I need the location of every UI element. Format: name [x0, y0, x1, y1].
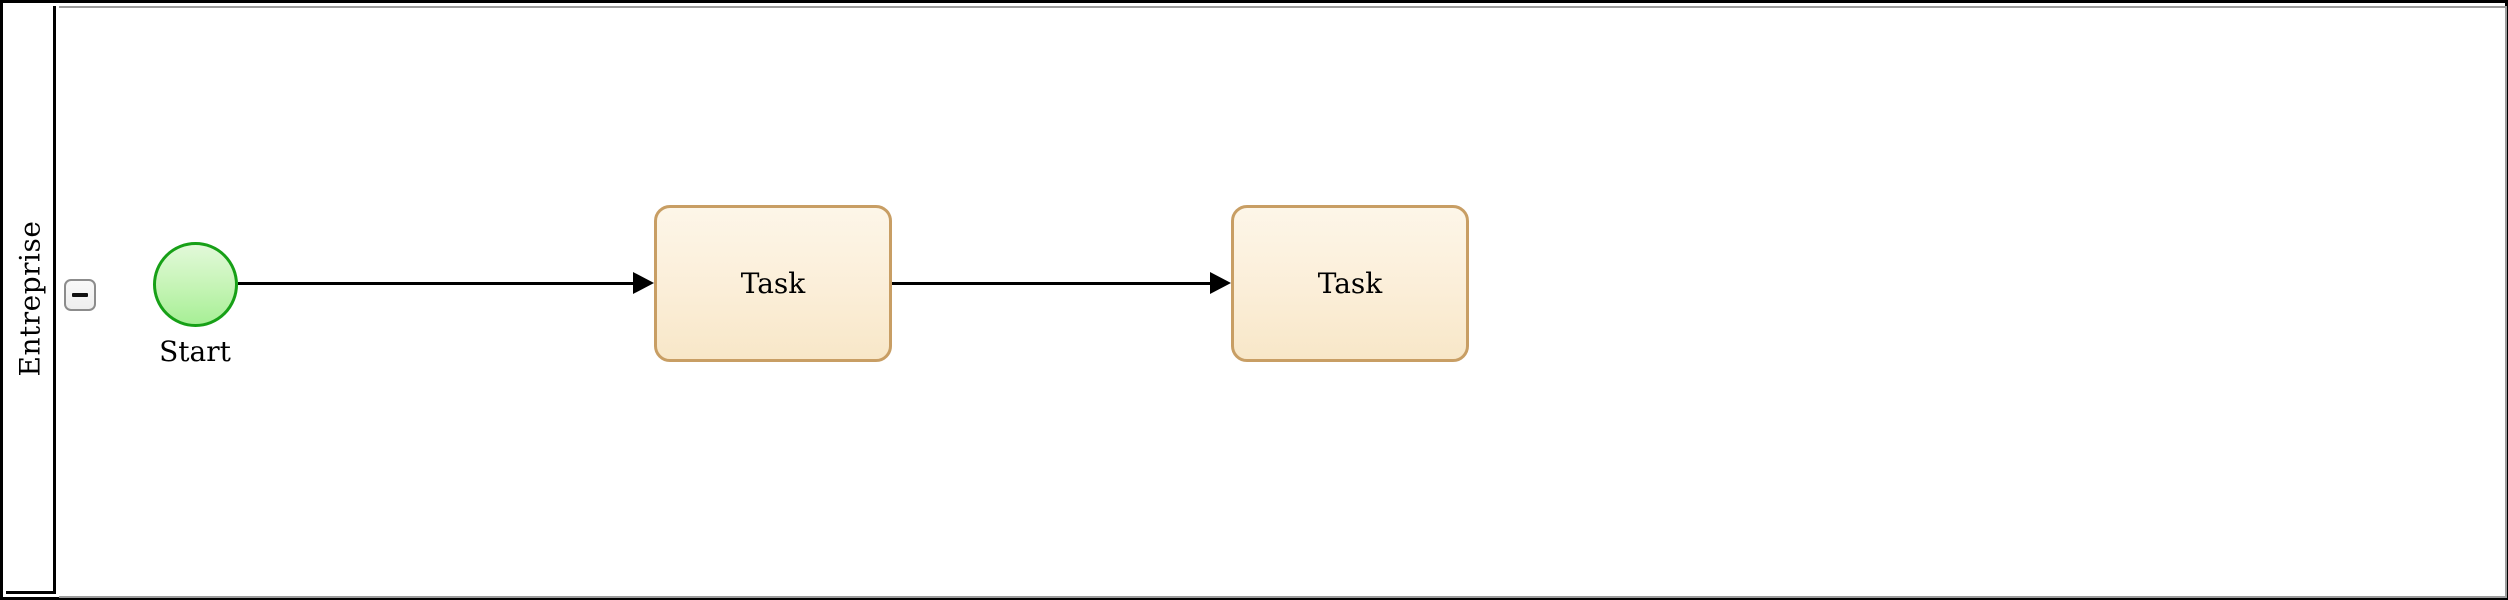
pool-collapse-button[interactable] [64, 279, 96, 311]
pool-title-lane[interactable]: Entreprise [6, 6, 56, 594]
arrowhead-icon[interactable] [1210, 272, 1231, 294]
start-event-label: Start [159, 335, 231, 368]
sequence-flow-task1-to-task2[interactable] [892, 282, 1212, 285]
pool-title: Entreprise [13, 220, 47, 377]
minus-icon [72, 293, 88, 297]
task-2-label: Task [1317, 267, 1383, 300]
task-node-2[interactable]: Task [1231, 205, 1469, 362]
start-event-node[interactable] [153, 242, 238, 327]
task-1-label: Task [740, 267, 806, 300]
arrowhead-icon[interactable] [633, 272, 654, 294]
sequence-flow-start-to-task1[interactable] [238, 282, 635, 285]
task-node-1[interactable]: Task [654, 205, 892, 362]
